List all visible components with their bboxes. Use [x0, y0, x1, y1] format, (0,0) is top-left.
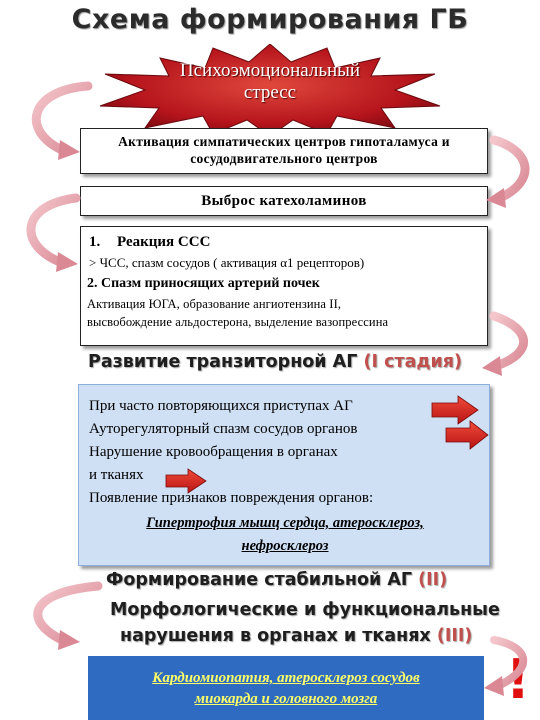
complications-box: Кардиомиопатия, атеросклероз сосудов мио…: [88, 656, 484, 720]
curved-arrow-left-2: [26, 193, 81, 272]
greater-than-symbol: >: [89, 255, 97, 270]
curved-arrow-right-1: [486, 135, 530, 208]
stage-1-heading: Развитие транзиторной АГ (I стадия): [88, 352, 462, 372]
reaction-item-2: 2. Спазм приносящих артерий почек: [87, 273, 481, 295]
complications-line-1: Кардиомиопатия, атеросклероз сосудов: [152, 670, 420, 686]
stress-line-2: стресс: [243, 82, 297, 103]
stress-line-1: Психоэмоциональный: [179, 60, 361, 81]
reaction-item-2-title: Спазм приносящих артерий почек: [101, 276, 320, 291]
sympathetic-line-2: сосудодвигательного центров: [190, 151, 378, 166]
reaction-item-2-number: 2.: [87, 276, 98, 291]
exclamation-mark: !: [505, 648, 531, 711]
curved-arrow-right-2: [482, 311, 529, 376]
blue-line-4: и тканях: [89, 467, 144, 483]
reaction-item-1: 1. Реакция ССС: [89, 231, 481, 253]
stage-1-label: (I стадия): [363, 352, 463, 372]
stress-label: Психоэмоциональный стресс: [115, 60, 425, 104]
blue-line-5: Появление признаков повреждения органов:: [89, 490, 374, 506]
reaction-item-1-detail: > ЧСС, спазм сосудов ( активация α1 реце…: [89, 253, 481, 273]
complications-line-2: миокарда и головного мозга: [194, 691, 378, 707]
stage-3-text: нарушения в органах и тканях: [120, 626, 431, 646]
blue-line-2: Ауторегуляторный спазм сосудов органов: [89, 421, 358, 437]
curved-arrow-left-3: [33, 581, 103, 650]
reaction-item-2-line-1: Активация ЮГА, образование ангиотензина …: [87, 297, 342, 311]
stage-2-text: Формирование стабильной АГ: [106, 570, 413, 590]
blue-line-1: При часто повторяющихся приступах АГ: [89, 398, 353, 414]
organ-damage-box: При часто повторяющихся приступах АГ Аут…: [78, 384, 490, 566]
stage-1-text: Развитие транзиторной АГ: [88, 352, 358, 372]
reactions-box: 1. Реакция ССС > ЧСС, спазм сосудов ( акт…: [80, 226, 488, 346]
sympathetic-activation-box: Активация симпатических центров гипотала…: [80, 128, 488, 174]
reaction-item-1-number: 1.: [89, 234, 101, 250]
reaction-item-1-detail-text: ЧСС, спазм сосудов ( активация α1 рецепт…: [99, 255, 365, 270]
stage-3-label: (III): [436, 626, 473, 646]
blue-highlight-2: нефросклероз: [241, 538, 329, 554]
stress-burst-shape: [99, 44, 441, 136]
diagram-title: Схема формирования ГБ: [71, 4, 469, 35]
blue-line-3: Нарушение кровообращения в органах: [89, 444, 338, 460]
stage-2-heading: Формирование стабильной АГ (II): [106, 570, 447, 590]
reaction-item-2-line-2: высвобождение альдостерона, выделение ва…: [87, 315, 389, 329]
stage-2-label: (II): [418, 570, 448, 590]
sympathetic-line-1: Активация симпатических центров гипотала…: [118, 134, 450, 149]
catecholamine-release-box: Выброс катехоламинов: [80, 186, 488, 216]
reaction-item-1-title: Реакция ССС: [117, 234, 211, 250]
stage-3-heading-line-1: Морфологические и функциональные: [110, 600, 500, 620]
stage-3-heading-line-2: нарушения в органах и тканях (III): [120, 626, 472, 646]
blue-highlight-1: Гипертрофия мышц сердца, атеросклероз,: [146, 515, 424, 531]
